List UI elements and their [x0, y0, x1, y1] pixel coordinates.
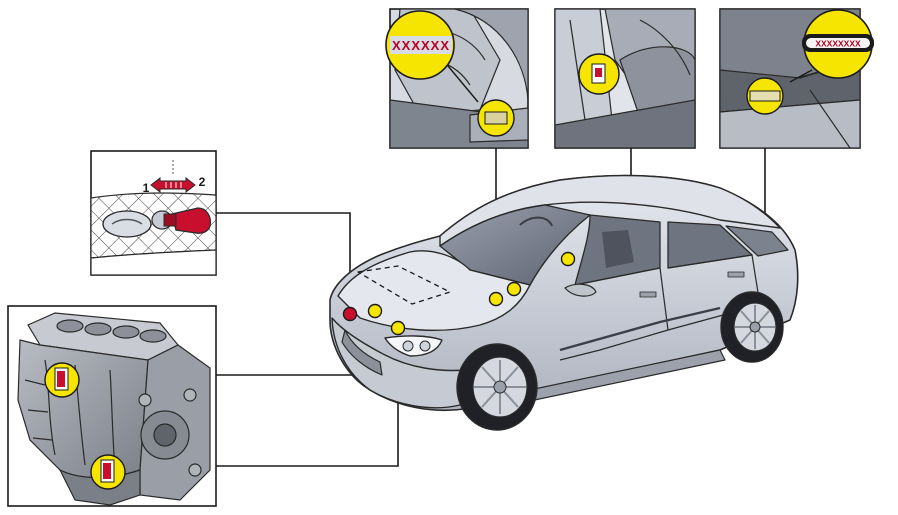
callout-windshield-plate: XXXXXXXX — [719, 8, 874, 149]
windshield-plate-code: XXXXXXXX — [815, 39, 861, 49]
marker-engine-bottom — [390, 320, 406, 336]
marker-windshield — [506, 281, 522, 297]
marker-fuel-filler — [342, 306, 358, 322]
car-seat-silhouette — [602, 230, 634, 268]
car-illustration — [329, 174, 799, 431]
marker-engine-top — [367, 303, 383, 319]
callout-seat-label: XXXXXX — [385, 8, 529, 149]
car-rear-quarter-window — [725, 225, 789, 257]
fuel-step-1: 1 — [143, 181, 150, 195]
car-rear-wheel — [720, 291, 784, 363]
rotation-arrow-icon — [150, 176, 196, 194]
car-grille — [341, 329, 383, 376]
car-hood — [337, 250, 531, 331]
car-headlight — [384, 335, 443, 357]
marker-seat — [488, 291, 504, 307]
callout-door-pillar — [554, 8, 696, 149]
car-rear-door — [667, 254, 761, 331]
marker-door-pillar — [560, 251, 576, 267]
car-door-handle-front — [639, 291, 657, 298]
callout-fuel-filler: 1 2 — [90, 150, 217, 276]
car-door-handle-rear — [727, 271, 745, 278]
car-front-wheel — [456, 343, 538, 431]
callout-engine-block — [7, 305, 217, 507]
car-steering-wheel — [519, 216, 553, 227]
fuel-cap-illustration — [171, 207, 212, 234]
seat-label-code: XXXXXX — [392, 38, 450, 53]
car-side-mirror — [564, 283, 597, 297]
fuel-step-2: 2 — [199, 175, 206, 189]
car-side-stripe — [559, 306, 721, 352]
location-markers — [342, 251, 576, 336]
badge-illustration — [102, 210, 152, 238]
